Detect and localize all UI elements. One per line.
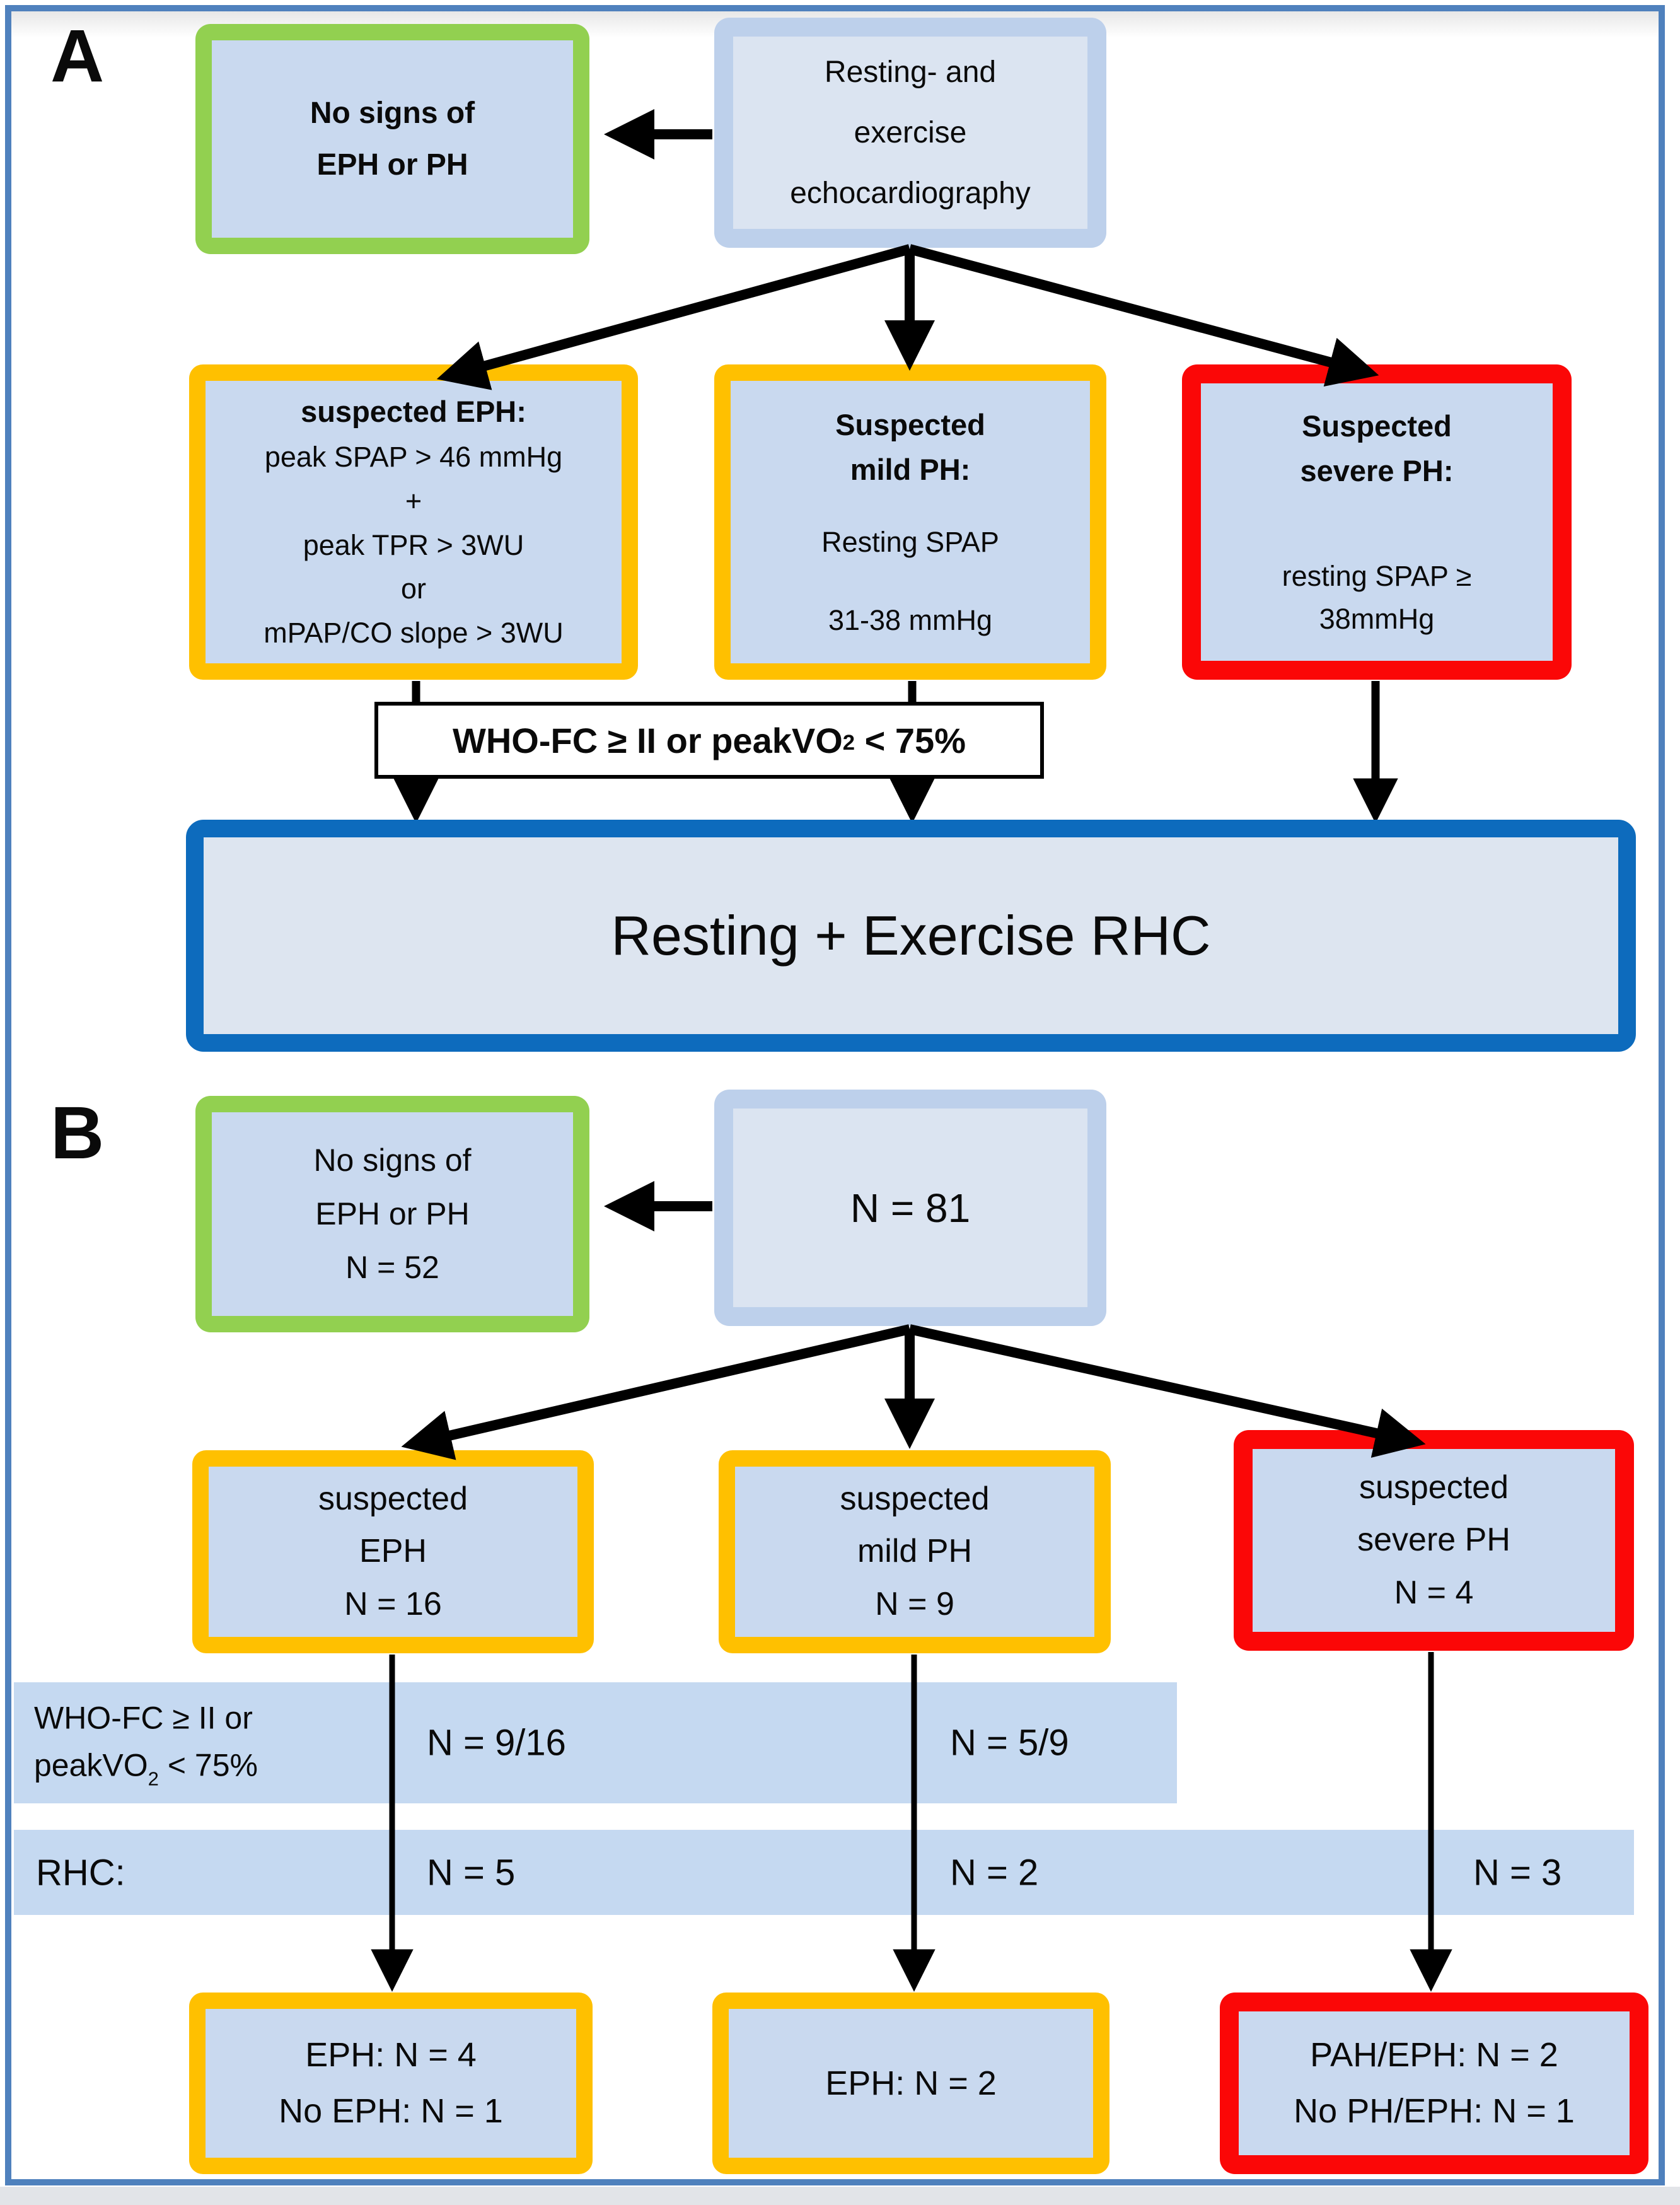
- b-eph-line1: suspected: [318, 1481, 468, 1518]
- eph-criterion-plus: +: [405, 484, 422, 517]
- who-band-n-mild: N = 5/9: [950, 1722, 1069, 1764]
- who-band-post: < 75%: [158, 1747, 258, 1783]
- mild-title-line1: Suspected: [835, 408, 985, 441]
- suspected-eph-title: suspected EPH:: [301, 395, 526, 429]
- box-a-suspected-severe-ph: Suspected severe PH: resting SPAP ≥ 38mm…: [1182, 364, 1572, 680]
- box-b-suspected-mild-ph: suspected mild PH N = 9: [719, 1450, 1111, 1653]
- outcome-eph-line1: EPH: N = 4: [305, 2035, 477, 2074]
- b-no-signs-line1: No signs of: [313, 1143, 472, 1178]
- rhc-band-n-severe: N = 3: [1473, 1852, 1562, 1893]
- b-no-signs-line2: EPH or PH: [315, 1196, 470, 1231]
- eph-criterion-2: peak TPR > 3WU: [303, 528, 524, 561]
- rhc-band-n-eph: N = 5: [427, 1852, 516, 1893]
- outcome-mild-line1: EPH: N = 2: [825, 2064, 997, 2102]
- echo-line3: echocardiography: [790, 176, 1031, 210]
- mild-criterion-1: Resting SPAP: [821, 526, 999, 558]
- echo-line2: exercise: [854, 115, 967, 149]
- arrow-a-echo-to-eph: [436, 244, 912, 390]
- who-band-pre: peakVO: [34, 1747, 148, 1783]
- rhc-band-label: RHC:: [36, 1852, 125, 1893]
- box-b-no-signs: No signs of EPH or PH N = 52: [195, 1096, 589, 1332]
- b-eph-line2: EPH: [359, 1533, 427, 1570]
- box-b-suspected-eph: suspected EPH N = 16: [192, 1450, 594, 1653]
- box-a-echocardiography: Resting- and exercise echocardiography: [714, 18, 1106, 248]
- box-a-no-signs-line2: EPH or PH: [316, 148, 468, 182]
- who-criteria-band: WHO-FC ≥ II or peakVO2 < 75% N = 9/16 N …: [14, 1682, 1177, 1803]
- eph-criterion-3: mPAP/CO slope > 3WU: [264, 617, 564, 649]
- who-band-sub: 2: [148, 1767, 159, 1789]
- who-band-label-line2: peakVO2 < 75%: [34, 1742, 258, 1791]
- severe-title-line2: severe PH:: [1300, 453, 1454, 487]
- box-b-suspected-severe-ph: suspected severe PH N = 4: [1234, 1430, 1634, 1651]
- box-b-outcome-mild: EPH: N = 2: [712, 1993, 1109, 2174]
- who-band-n-eph: N = 9/16: [427, 1722, 566, 1764]
- b-mild-count: N = 9: [875, 1585, 954, 1622]
- arrow-b-total-to-eph: [401, 1324, 911, 1460]
- arrow-b-total-to-severe: [908, 1324, 1426, 1458]
- box-b-total: N = 81: [714, 1090, 1106, 1326]
- b-severe-line2: severe PH: [1357, 1521, 1510, 1559]
- who-band-label: WHO-FC ≥ II or peakVO2 < 75%: [34, 1694, 258, 1791]
- echo-line1: Resting- and: [824, 55, 997, 89]
- mild-criterion-2: 31-38 mmHg: [828, 603, 993, 636]
- box-a-resting-exercise-rhc: Resting + Exercise RHC: [186, 820, 1636, 1052]
- who-band-label-line1: WHO-FC ≥ II or: [34, 1700, 253, 1736]
- box-a-suspected-mild-ph: Suspected mild PH: Resting SPAP 31-38 mm…: [714, 364, 1106, 680]
- b-severe-count: N = 4: [1394, 1574, 1474, 1611]
- box-b-outcome-severe: PAH/EPH: N = 2 No PH/EPH: N = 1: [1220, 1993, 1648, 2174]
- b-total-count: N = 81: [850, 1185, 971, 1231]
- box-a-no-signs: No signs of EPH or PH: [195, 24, 589, 254]
- eph-criterion-1: peak SPAP > 46 mmHg: [264, 441, 563, 474]
- arrow-a-echo-to-severe: [908, 244, 1379, 387]
- rhc-band: RHC: N = 5 N = 2 N = 3: [14, 1830, 1634, 1915]
- b-eph-count: N = 16: [344, 1585, 442, 1622]
- who-criteria-sub: 2: [842, 730, 855, 755]
- bottom-grey-strip: [0, 2187, 1680, 2205]
- who-criteria-pre: WHO-FC ≥ II or peakVO: [452, 720, 843, 760]
- b-no-signs-count: N = 52: [345, 1250, 439, 1285]
- mild-title-line2: mild PH:: [850, 452, 971, 486]
- outcome-eph-line2: No EPH: N = 1: [279, 2092, 503, 2130]
- panel-b-label: B: [50, 1091, 105, 1175]
- severe-criterion-1: resting SPAP ≥: [1282, 560, 1472, 592]
- b-mild-line1: suspected: [840, 1481, 990, 1518]
- box-b-outcome-eph: EPH: N = 4 No EPH: N = 1: [189, 1993, 593, 2174]
- who-criteria-post: < 75%: [855, 720, 966, 760]
- b-mild-line2: mild PH: [857, 1533, 973, 1570]
- outcome-severe-line2: No PH/EPH: N = 1: [1294, 2092, 1575, 2130]
- rhc-band-n-mild: N = 2: [950, 1852, 1039, 1893]
- box-a-no-signs-line1: No signs of: [310, 96, 475, 130]
- outcome-severe-line1: PAH/EPH: N = 2: [1310, 2035, 1558, 2074]
- b-severe-line1: suspected: [1358, 1469, 1509, 1506]
- panel-a-label: A: [50, 15, 105, 98]
- rhc-label: Resting + Exercise RHC: [611, 904, 1211, 967]
- box-a-suspected-eph: suspected EPH: peak SPAP > 46 mmHg + pea…: [189, 364, 638, 680]
- eph-criterion-or: or: [400, 573, 426, 605]
- severe-criterion-2: 38mmHg: [1319, 602, 1435, 635]
- severe-title-line1: Suspected: [1302, 409, 1452, 443]
